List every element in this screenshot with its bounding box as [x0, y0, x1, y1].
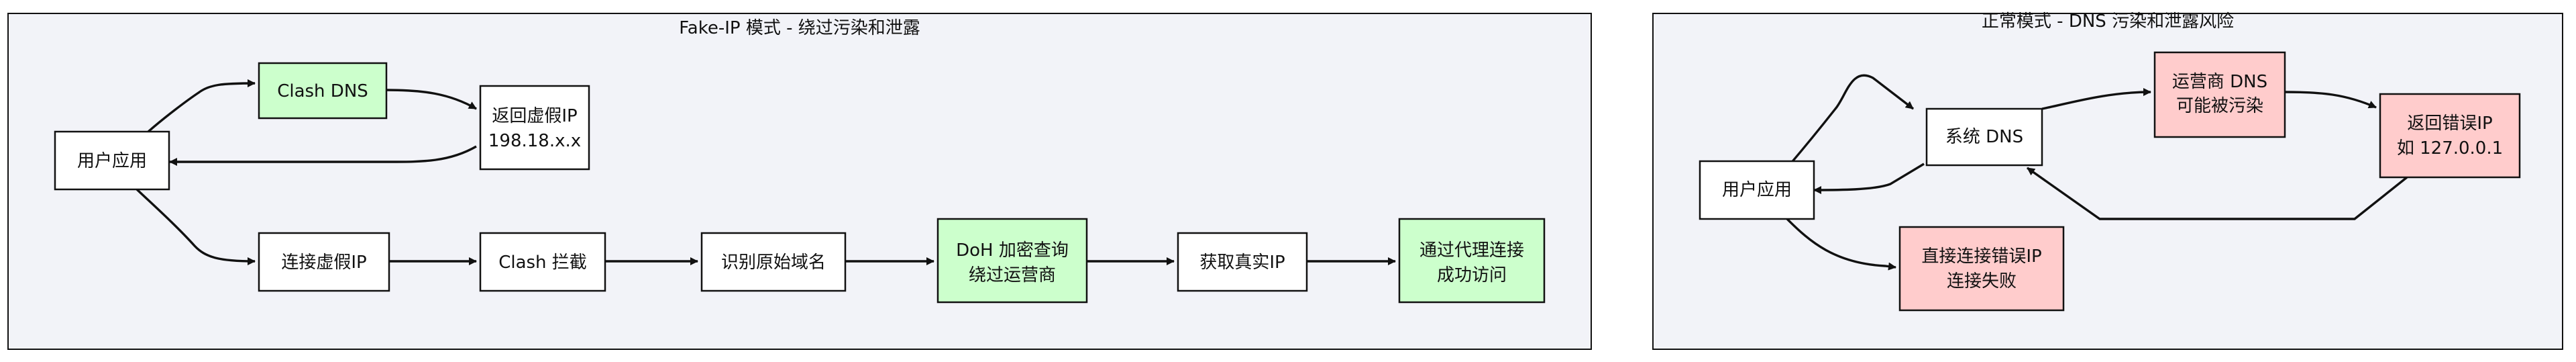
svg-text:返回错误IP: 返回错误IP — [2407, 114, 2492, 134]
fake-ip-panel-frame — [7, 13, 1592, 350]
node-connect-fake-ip-line-1: 连接虚假IP — [281, 253, 366, 273]
node-user-app-left-line-1: 用户应用 — [77, 151, 147, 171]
edge-system-dns-to-user — [1813, 163, 1925, 194]
node-isp-dns-line-1: 运营商 DNS — [2172, 72, 2267, 92]
node-connect-fail-line-1: 直接连接错误IP — [1921, 246, 2041, 267]
normal-mode-edges — [1776, 74, 2408, 271]
svg-text:198.18.x.x: 198.18.x.x — [488, 131, 581, 151]
svg-text:绕过运营商: 绕过运营商 — [969, 265, 1056, 285]
node-proxy-connect: 通过代理连接 成功访问 — [1398, 218, 1546, 304]
fake-ip-panel: Fake-IP 模式 - 绕过污染和泄露 用户应用 Clash DNS 返回虚假… — [7, 13, 1592, 350]
svg-text:通过代理连接: 通过代理连接 — [1419, 240, 1524, 261]
edge-user-to-connect-fail — [1786, 218, 1896, 271]
node-wrong-ip-line-2: 如 127.0.0.1 — [2397, 138, 2503, 159]
svg-text:Clash DNS: Clash DNS — [277, 81, 368, 101]
svg-text:DoH 加密查询: DoH 加密查询 — [956, 240, 1069, 261]
node-doh-query: DoH 加密查询 绕过运营商 — [936, 218, 1088, 304]
svg-text:Clash 拦截: Clash 拦截 — [498, 253, 587, 273]
edge-wrong-ip-to-system-dns — [2027, 167, 2408, 220]
node-clash-intercept-line-1: Clash 拦截 — [498, 253, 587, 273]
node-wrong-ip: 返回错误IP 如 127.0.0.1 — [2379, 93, 2521, 179]
svg-text:直接连接错误IP: 直接连接错误IP — [1921, 246, 2041, 267]
edge-user-to-clash-dns — [147, 79, 256, 133]
node-clash-dns: Clash DNS — [258, 62, 388, 120]
node-identify-domain-line-1: 识别原始域名 — [721, 253, 826, 273]
node-user-app-left: 用户应用 — [54, 130, 170, 191]
node-proxy-connect-line-1: 通过代理连接 — [1419, 240, 1524, 261]
normal-mode-panel-title: 正常模式 - DNS 污染和泄露风险 — [1982, 11, 2234, 32]
svg-text:成功访问: 成功访问 — [1437, 265, 1507, 285]
node-fake-ip-return: 返回虚假IP 198.18.x.x — [479, 85, 590, 171]
node-connect-fake-ip: 连接虚假IP — [258, 232, 390, 292]
edge-isp-to-wrong-ip — [2284, 91, 2377, 109]
edge-fake-ip-to-user — [169, 145, 477, 166]
node-isp-dns: 运营商 DNS 可能被污染 — [2153, 51, 2286, 138]
fake-ip-edges — [136, 79, 1396, 265]
svg-text:用户应用: 用户应用 — [1722, 180, 1792, 200]
svg-text:系统 DNS: 系统 DNS — [1945, 127, 2023, 147]
svg-text:识别原始域名: 识别原始域名 — [721, 253, 826, 273]
svg-text:获取真实IP: 获取真实IP — [1199, 253, 1285, 273]
normal-mode-panel: 正常模式 - DNS 污染和泄露风险 用户应用 系统 DNS 运营商 DNS 可… — [1652, 11, 2563, 350]
node-system-dns: 系统 DNS — [1925, 107, 2043, 167]
node-doh-query-line-1: DoH 加密查询 — [956, 240, 1069, 261]
node-get-real-ip: 获取真实IP — [1177, 232, 1308, 292]
edge-user-to-connect-fake-ip — [136, 188, 256, 265]
svg-text:返回虚假IP: 返回虚假IP — [492, 106, 577, 126]
node-clash-intercept: Clash 拦截 — [479, 232, 606, 292]
svg-text:用户应用: 用户应用 — [77, 151, 147, 171]
edge-clash-dns-to-fake-ip — [386, 89, 477, 110]
node-fake-ip-return-line-1: 返回虚假IP — [492, 106, 577, 126]
svg-text:可能被污染: 可能被污染 — [2176, 96, 2263, 116]
svg-text:运营商 DNS: 运营商 DNS — [2172, 72, 2267, 92]
node-wrong-ip-line-1: 返回错误IP — [2407, 114, 2492, 134]
node-user-app-right: 用户应用 — [1699, 160, 1815, 220]
edge-system-dns-to-isp — [2041, 88, 2151, 110]
node-doh-query-line-2: 绕过运营商 — [969, 265, 1056, 285]
svg-text:连接虚假IP: 连接虚假IP — [281, 253, 366, 273]
node-system-dns-line-1: 系统 DNS — [1945, 127, 2023, 147]
svg-text:连接失败: 连接失败 — [1947, 271, 2017, 291]
node-isp-dns-line-2: 可能被污染 — [2176, 96, 2263, 116]
node-get-real-ip-line-1: 获取真实IP — [1199, 253, 1285, 273]
svg-text:如 127.0.0.1: 如 127.0.0.1 — [2397, 138, 2503, 159]
node-identify-domain: 识别原始域名 — [700, 232, 847, 292]
node-connect-fail-line-2: 连接失败 — [1947, 271, 2017, 291]
node-proxy-connect-line-2: 成功访问 — [1437, 265, 1507, 285]
node-user-app-right-line-1: 用户应用 — [1722, 180, 1792, 200]
node-clash-dns-line-1: Clash DNS — [277, 81, 368, 101]
fake-ip-panel-title: Fake-IP 模式 - 绕过污染和泄露 — [679, 18, 920, 38]
node-fake-ip-return-line-2: 198.18.x.x — [488, 131, 581, 151]
edge-user-to-system-dns — [1776, 74, 1915, 180]
node-connect-fail: 直接连接错误IP 连接失败 — [1898, 226, 2065, 312]
